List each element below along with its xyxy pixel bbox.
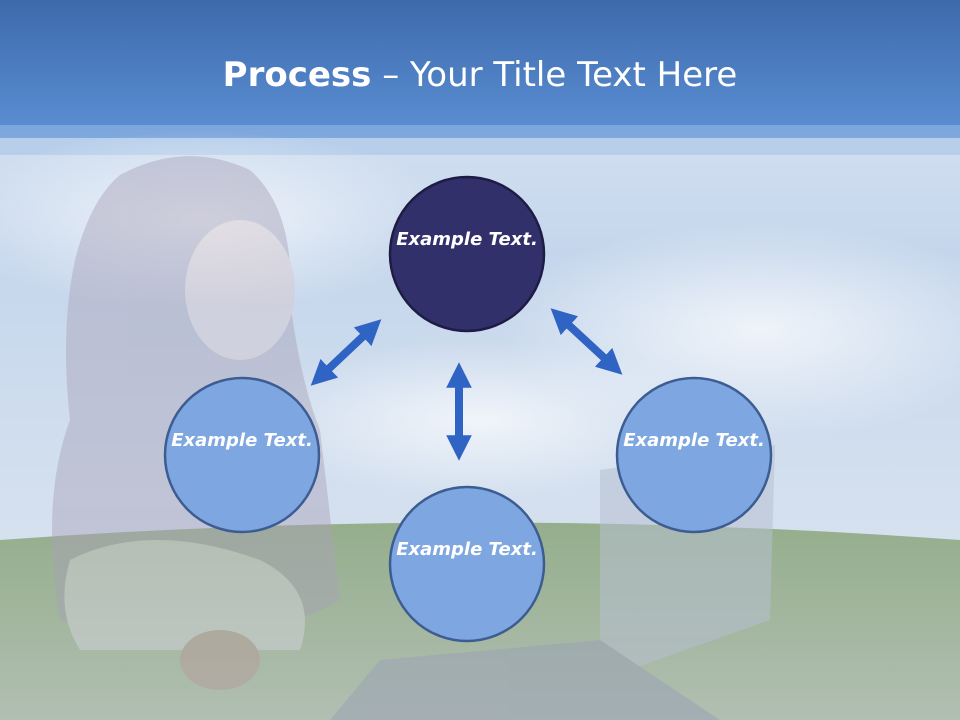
arrow-top-right — [550, 308, 623, 375]
node-left-circle — [163, 376, 321, 534]
title-bold: Process — [222, 55, 372, 95]
node-bottom-label: Example Text. — [396, 539, 538, 560]
node-left-label: Example Text. — [171, 430, 313, 451]
node-bottom-circle — [388, 485, 546, 643]
node-top-circle — [388, 175, 546, 333]
arrow-top-left — [310, 319, 382, 386]
slide-title: Process – Your Title Text Here — [0, 52, 960, 98]
node-top-label: Example Text. — [396, 229, 538, 250]
node-right-circle — [615, 376, 773, 534]
title-separator: – — [371, 55, 411, 95]
title-rest: Your Title Text Here — [410, 55, 738, 95]
node-right-label: Example Text. — [623, 430, 765, 451]
